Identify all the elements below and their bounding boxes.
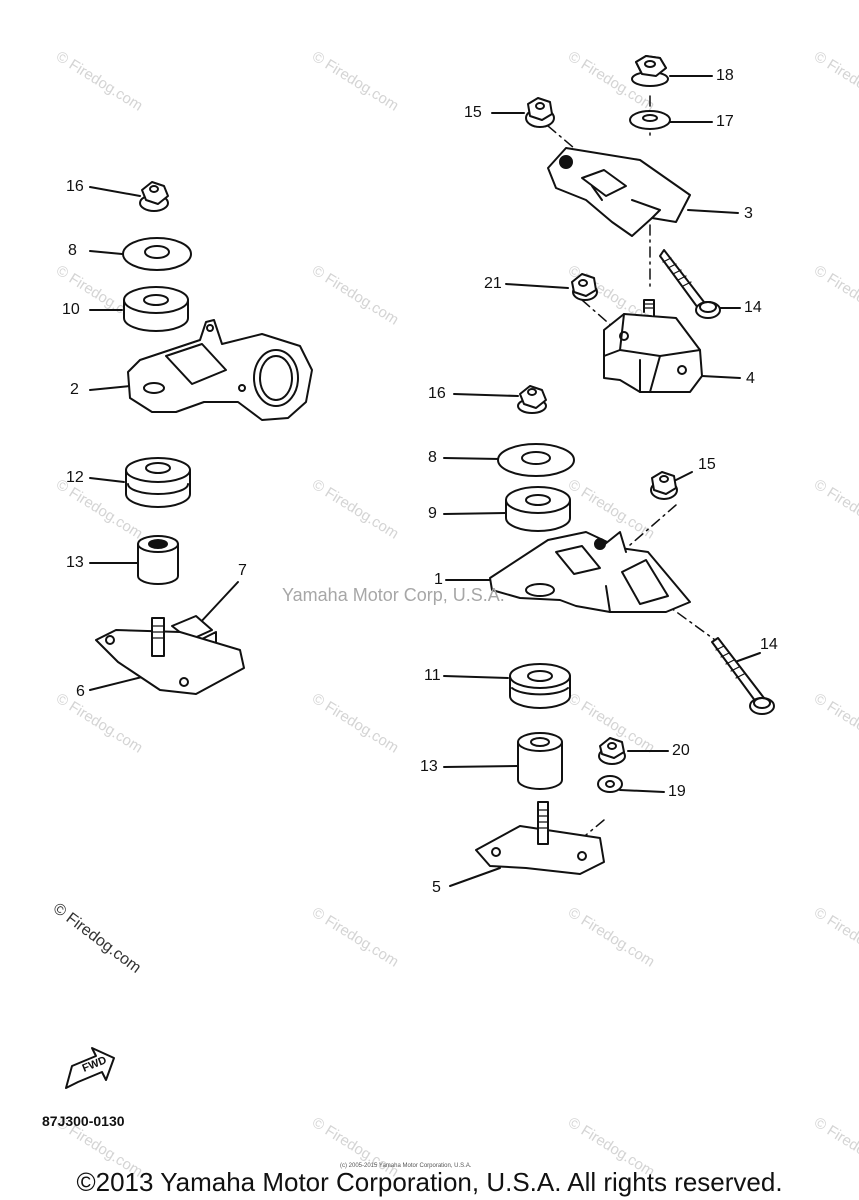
callout-20: 20: [672, 742, 690, 759]
callout-13: 13: [66, 554, 84, 571]
copyright-notice: ©2013 Yamaha Motor Corporation, U.S.A. A…: [76, 1167, 783, 1197]
callout-3: 3: [744, 205, 753, 222]
part-21-nut: [571, 273, 598, 301]
figure-code: 87J300-0130: [42, 1113, 125, 1129]
part-3-upper-bracket: [547, 147, 691, 237]
callout-1: 1: [434, 571, 443, 588]
part-13-collar-right: [517, 732, 563, 790]
part-14-bolt-upper: [659, 249, 721, 319]
callout-16: 16: [66, 178, 84, 195]
callout-6: 6: [76, 683, 85, 700]
part-13-collar-left: [137, 535, 179, 585]
part-2-left-bracket: [127, 319, 313, 421]
part-8-washer-left: [122, 237, 192, 271]
part-12-grommet: [125, 457, 191, 508]
callout-8: 8: [428, 449, 437, 466]
part-15-nut-upper: [525, 97, 555, 128]
callout-2: 2: [70, 381, 79, 398]
part-1-main-bracket: [489, 531, 691, 613]
callout-7: 7: [238, 562, 247, 579]
callout-8: 8: [68, 242, 77, 259]
part-16-nut-left: [139, 181, 169, 212]
callout-17: 17: [716, 113, 734, 130]
fine-print: (c) 2005-2015 Yamaha Motor Corporation, …: [340, 1163, 472, 1169]
part-20-nut: [598, 737, 626, 765]
callout-12: 12: [66, 469, 84, 486]
callout-4: 4: [746, 370, 755, 387]
part-8-washer-right: [497, 443, 575, 477]
callout-15: 15: [698, 456, 716, 473]
part-5-lower-plate: [475, 801, 605, 875]
part-4-rubber-mount: [603, 299, 703, 393]
callout-19: 19: [668, 783, 686, 800]
part-14-bolt-lower: [711, 637, 775, 715]
callout-14: 14: [744, 299, 762, 316]
part-15-nut-middle: [650, 471, 678, 500]
callout-13: 13: [420, 758, 438, 775]
callout-15: 15: [464, 104, 482, 121]
part-10-damper: [123, 286, 189, 332]
callout-18: 18: [716, 67, 734, 84]
part-6-base-plate: [95, 617, 245, 695]
callout-9: 9: [428, 505, 437, 522]
part-17-washer: [629, 110, 671, 130]
callout-16: 16: [428, 385, 446, 402]
callout-5: 5: [432, 879, 441, 896]
part-16-nut-right: [517, 385, 547, 414]
fwd-arrow-icon: [65, 1047, 115, 1089]
callout-10: 10: [62, 301, 80, 318]
center-watermark: Yamaha Motor Corp, U.S.A.: [282, 585, 505, 605]
part-9-damper: [505, 486, 571, 532]
callout-21: 21: [484, 275, 502, 292]
callout-11: 11: [424, 667, 441, 684]
part-18-nut: [631, 55, 669, 87]
part-11-grommet: [509, 663, 571, 709]
callout-14: 14: [760, 636, 778, 653]
part-19-washer: [597, 775, 623, 793]
leader-lines: [89, 75, 761, 887]
